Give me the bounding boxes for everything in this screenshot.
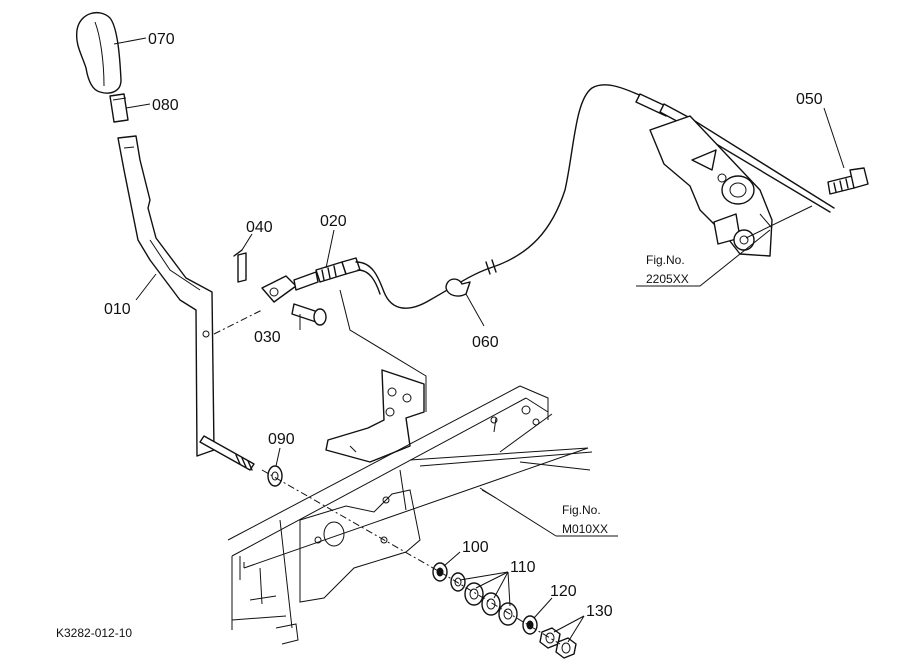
ref-m010-title: Fig.No. xyxy=(562,503,601,517)
cable-head-and-bracket xyxy=(635,93,835,257)
ref-m010-number: M010XX xyxy=(562,522,608,536)
label-020: 020 xyxy=(320,213,347,230)
shift-cable xyxy=(355,84,651,309)
cable-clip-part-060 xyxy=(445,278,471,297)
leader-lines xyxy=(113,37,845,643)
sleeve-part-080 xyxy=(109,93,129,123)
label-130: 130 xyxy=(586,603,613,620)
knob-part-070 xyxy=(75,11,122,94)
ref-2205-title: Fig.No. xyxy=(646,253,685,267)
mounting-bracket xyxy=(325,369,425,463)
label-060: 060 xyxy=(472,334,499,351)
washer-part-090 xyxy=(267,465,283,487)
label-010: 010 xyxy=(104,301,131,318)
main-frame xyxy=(227,385,593,645)
label-120: 120 xyxy=(550,583,577,600)
shift-lever-part-010 xyxy=(117,135,255,471)
assembly-lines xyxy=(213,205,813,645)
label-050: 050 xyxy=(796,91,823,108)
pin-part-040 xyxy=(233,249,247,283)
label-100: 100 xyxy=(462,539,489,556)
ref-2205-number: 2205XX xyxy=(646,272,689,286)
label-040: 040 xyxy=(246,219,273,236)
cable-clevis-part-020 xyxy=(261,257,361,303)
nut-set-part-130 xyxy=(539,627,577,659)
washer-part-120 xyxy=(522,615,538,635)
clevis-pin-part-030 xyxy=(291,303,327,326)
label-110: 110 xyxy=(510,559,536,576)
drawing-code: K3282-012-10 xyxy=(56,626,132,640)
label-030: 030 xyxy=(254,329,281,346)
label-090: 090 xyxy=(268,431,295,448)
label-070: 070 xyxy=(148,31,175,48)
label-080: 080 xyxy=(152,97,179,114)
bolt-part-050 xyxy=(827,167,869,195)
washer-set-part-110 xyxy=(450,572,518,626)
